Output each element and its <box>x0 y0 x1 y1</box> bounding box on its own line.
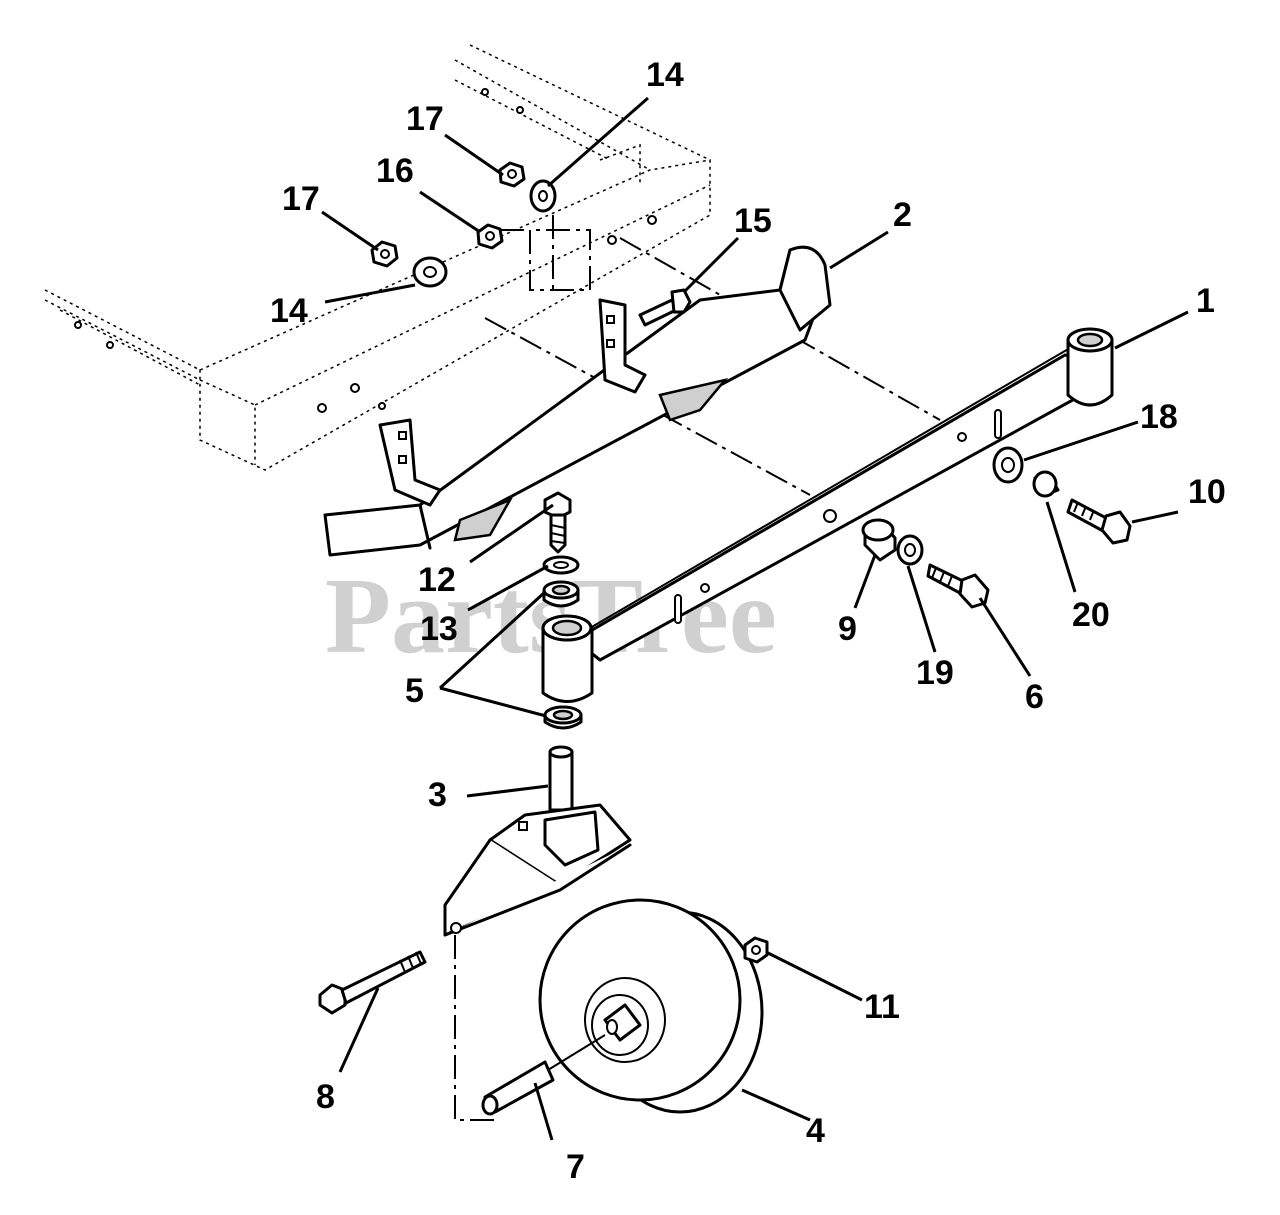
lock-nut <box>743 936 769 964</box>
wheel-spacer <box>481 1034 606 1116</box>
caster-fork <box>443 745 632 937</box>
callout-13: 13 <box>420 610 458 648</box>
axle-bolt <box>318 950 427 1015</box>
callout-15: 15 <box>734 202 772 240</box>
callout-7: 7 <box>566 1148 585 1186</box>
callout-1: 1 <box>1196 282 1215 320</box>
bolt-12 <box>543 491 572 554</box>
front-axle <box>541 327 1114 703</box>
callout-4: 4 <box>806 1112 825 1150</box>
callout-11: 11 <box>864 988 900 1026</box>
caster-wheel <box>538 898 764 1114</box>
callout-20: 20 <box>1072 596 1110 634</box>
callout-10: 10 <box>1188 473 1226 511</box>
assembly-centerlines <box>454 215 941 1121</box>
leader-lines <box>321 96 1189 1141</box>
callout-14-left: 14 <box>270 292 308 330</box>
front-bumper <box>323 245 832 557</box>
callout-18: 18 <box>1140 398 1178 436</box>
callout-17-top: 17 <box>406 100 444 138</box>
callout-3: 3 <box>428 776 447 814</box>
callout-19: 19 <box>916 654 954 692</box>
callout-17-left: 17 <box>282 180 320 218</box>
callout-5: 5 <box>405 672 424 710</box>
pivot-hardware <box>861 518 990 609</box>
callout-9: 9 <box>838 610 857 648</box>
frame-hardware <box>370 161 692 327</box>
axle-end-hardware <box>992 446 1132 545</box>
callout-2: 2 <box>893 196 912 234</box>
callout-6: 6 <box>1025 678 1044 716</box>
deck-frame <box>44 44 711 471</box>
callout-8: 8 <box>316 1078 335 1116</box>
callout-labels: 14 17 16 17 14 15 2 1 18 10 20 12 13 9 1… <box>270 56 1226 1186</box>
callout-14-top: 14 <box>646 56 684 94</box>
washers-bushings <box>542 555 583 730</box>
callout-16: 16 <box>376 152 414 190</box>
callout-12: 12 <box>418 561 456 599</box>
